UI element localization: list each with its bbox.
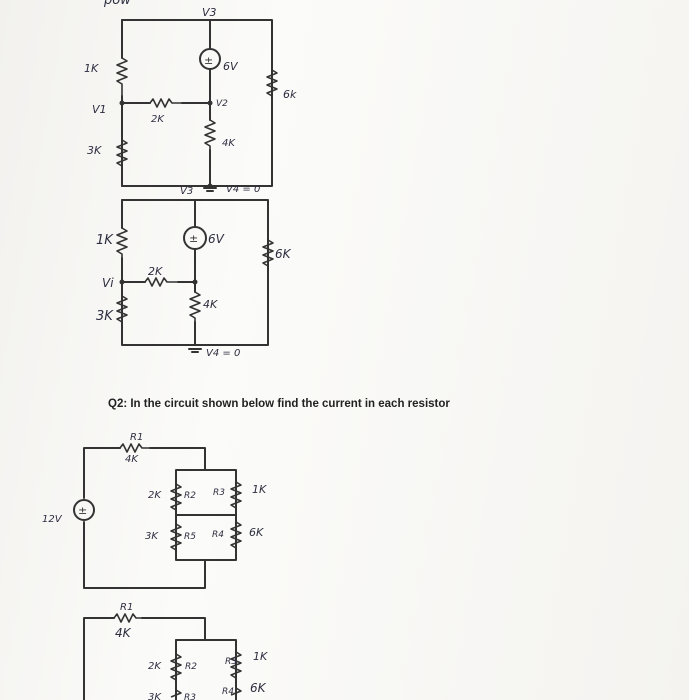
label-1k: 1K (253, 650, 268, 663)
resistor-3k (116, 139, 128, 170)
label-r3: R3 (225, 657, 237, 667)
resistor-3k (116, 295, 128, 330)
label-r1: R1 (120, 602, 133, 613)
svg-text:±: ± (78, 504, 87, 517)
label-2k: 2K (148, 490, 162, 501)
label-r1-value: 4K (115, 626, 132, 640)
resistor-r2 (170, 483, 182, 511)
label-2k: 2K (148, 265, 163, 278)
label-4k: 4K (222, 138, 236, 149)
label-6k: 6K (249, 526, 264, 539)
label-2k: 2K (148, 661, 162, 672)
label-v3: V3 (180, 186, 193, 197)
label-r3: R3 (213, 488, 225, 498)
resistor-r3 (230, 651, 242, 679)
label-3k: 3K (145, 531, 159, 542)
label-r4: R4 (212, 530, 224, 540)
label-1k: 1K (84, 62, 99, 75)
resistor-r1 (119, 443, 150, 453)
resistor-1k (116, 227, 128, 258)
resistor-r2 (170, 653, 182, 681)
voltage-source-12v (73, 499, 95, 521)
label-r1-value: 4K (125, 454, 139, 465)
resistor-r5 (170, 523, 182, 551)
label-6k: 6K (250, 681, 267, 695)
label-v3: V3 (202, 6, 217, 19)
resistor-r5 (170, 689, 182, 698)
resistor-4k (204, 119, 216, 150)
label-6k: 6K (275, 247, 292, 261)
resistor-r4 (230, 521, 242, 549)
circuit-1: ± V3 6V 1K 6k V1 2K V2 4K 3K V4 = 0 (84, 6, 297, 195)
resistor-2k (144, 277, 178, 287)
resistor-6k (266, 69, 278, 97)
resistor-r1 (113, 613, 142, 623)
label-2k: 2K (151, 114, 165, 125)
label-1k: 1K (252, 483, 267, 496)
label-6v: 6V (223, 60, 239, 73)
label-6v: 6V (208, 232, 225, 246)
svg-text:±: ± (189, 232, 198, 245)
cut-header-text: pow (103, 0, 131, 8)
resistor-6k (262, 239, 274, 267)
label-v4-ground: V4 = 0 (226, 184, 260, 195)
label-v2: V2 (216, 99, 228, 109)
label-6k: 6k (283, 88, 297, 101)
resistor-2k (149, 98, 182, 108)
label-r2: R2 (185, 662, 197, 672)
resistor-4k (189, 291, 201, 322)
label-3k: 3K (148, 692, 162, 700)
label-r5: R3 (184, 693, 196, 700)
label-3k: 3K (96, 309, 114, 324)
resistor-r3 (230, 481, 242, 509)
circuit-2: ± V3 6V 1K 6K Vi 2K 4K 3K V4 = 0 (96, 186, 292, 359)
circuit-4: R1 4K 2K R2 R3 1K 3K R3 R4 6K (83, 602, 268, 700)
resistor-r4 (230, 687, 242, 696)
label-r5: R5 (184, 532, 196, 542)
svg-text:±: ± (204, 54, 213, 67)
question-q2: Q2: In the circuit shown below find the … (108, 398, 450, 410)
label-1k: 1K (96, 233, 114, 248)
resistor-1k (116, 57, 128, 96)
label-3k: 3K (87, 144, 102, 157)
label-v1: V1 (92, 103, 107, 116)
label-vi: Vi (102, 276, 114, 290)
label-r1: R1 (130, 432, 143, 443)
circuit-3: ± R1 4K 12V 2K R2 R3 1K 3K R5 R4 6K (42, 432, 267, 589)
label-r2: R2 (184, 491, 196, 501)
label-v4-ground: V4 = 0 (206, 348, 240, 359)
label-4k: 4K (203, 298, 218, 311)
label-r4: R4 (222, 687, 234, 697)
label-12v: 12V (42, 514, 63, 525)
